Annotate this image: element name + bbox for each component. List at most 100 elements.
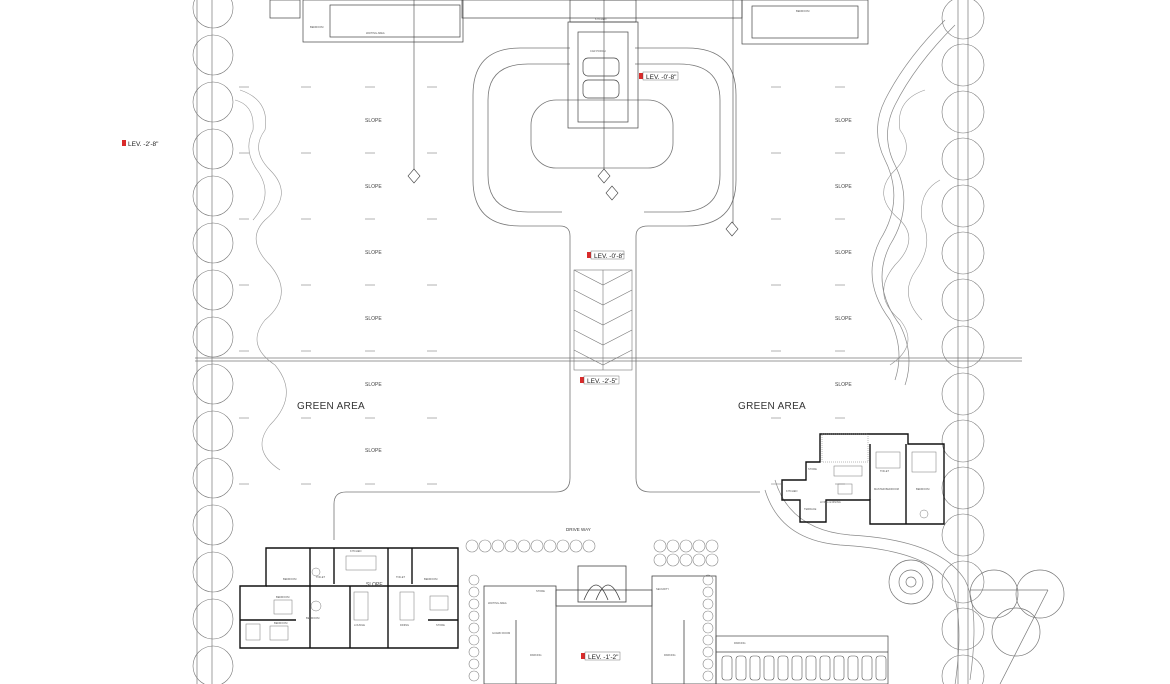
tree-icon bbox=[941, 43, 985, 87]
room-tag: KITCHEN bbox=[595, 17, 607, 21]
tree-icon bbox=[941, 325, 985, 369]
slope-label: SLOPE bbox=[835, 250, 852, 256]
room-tag: STORE bbox=[536, 589, 545, 593]
room-tag: BEDROOM bbox=[310, 25, 323, 29]
room-tag: KITCHEN bbox=[786, 489, 798, 493]
hedge-icon bbox=[468, 586, 480, 598]
room-tag: WAITING AREA bbox=[366, 31, 385, 35]
top-building-block bbox=[269, 0, 869, 129]
hedge-icon bbox=[702, 670, 714, 682]
hedge-icon bbox=[679, 539, 693, 553]
room-tag: TOILET bbox=[880, 469, 889, 473]
hedge-circles bbox=[465, 539, 719, 682]
room-tag: BEDROOM bbox=[424, 577, 437, 581]
slope-label: SLOPE bbox=[835, 118, 852, 124]
tree-icon bbox=[941, 90, 985, 134]
hedge-icon bbox=[653, 539, 667, 553]
section-callouts bbox=[407, 0, 739, 237]
hedge-icon bbox=[702, 634, 714, 646]
room-tag: PARKING bbox=[530, 653, 541, 657]
hedge-icon bbox=[530, 539, 544, 553]
garden-path-right bbox=[764, 19, 975, 684]
slope-label: SLOPE bbox=[366, 582, 383, 588]
room-tag: KITCHEN bbox=[350, 549, 362, 553]
tree-row-left bbox=[192, 0, 234, 684]
tree-icon bbox=[192, 551, 234, 593]
car-parking-right bbox=[715, 635, 889, 684]
room-tag: BEDROOM bbox=[306, 616, 319, 620]
car-icon bbox=[833, 655, 845, 681]
slope-label: SLOPE bbox=[365, 118, 382, 124]
tree-icon bbox=[941, 654, 985, 684]
green-area-left-label: GREEN AREA bbox=[297, 401, 365, 412]
level-marker-entrance: LEV. -1'-2" bbox=[581, 651, 621, 661]
hedge-icon bbox=[653, 553, 667, 567]
tree-icon bbox=[192, 645, 234, 684]
gate-block bbox=[483, 565, 717, 684]
tree-icon bbox=[192, 81, 234, 123]
level-marker-top-porch: LEV. -0'-8" bbox=[639, 71, 679, 81]
car-icon bbox=[763, 655, 775, 681]
tree-icon bbox=[941, 184, 985, 228]
hedge-icon bbox=[468, 670, 480, 682]
roundabout bbox=[888, 559, 1065, 684]
room-tag: BEDROOM bbox=[796, 9, 809, 13]
tree-icon bbox=[192, 316, 234, 358]
room-tag: BEDROOM bbox=[283, 577, 296, 581]
room-tag: STORE bbox=[436, 623, 445, 627]
hedge-icon bbox=[468, 598, 480, 610]
hedge-icon bbox=[478, 539, 492, 553]
hedge-icon bbox=[702, 610, 714, 622]
hedge-icon bbox=[666, 539, 680, 553]
tree-icon bbox=[192, 0, 234, 29]
room-tag: WAITING AREA bbox=[488, 601, 507, 605]
hedge-icon bbox=[543, 539, 557, 553]
room-tag: MASTER BEDROOM bbox=[874, 487, 899, 491]
hedge-icon bbox=[556, 539, 570, 553]
hedge-icon bbox=[468, 574, 480, 586]
tree-icon bbox=[192, 504, 234, 546]
car-icon bbox=[847, 655, 859, 681]
car-icon bbox=[777, 655, 789, 681]
hedge-icon bbox=[692, 553, 706, 567]
room-tag: STORE bbox=[808, 467, 817, 471]
vehicle-ramp bbox=[573, 269, 633, 371]
room-tag: BEDROOM bbox=[916, 487, 929, 491]
slope-label: SLOPE bbox=[365, 184, 382, 190]
hedge-icon bbox=[702, 658, 714, 670]
room-tag: CAR PORCH bbox=[590, 49, 606, 53]
room-tags: BEDROOM BEDROOM BEDROOM BEDROOM BEDROOM … bbox=[274, 9, 929, 657]
level-marker-ramp-bottom: LEV. -2'-5" bbox=[580, 375, 620, 385]
slope-label: SLOPE bbox=[835, 316, 852, 322]
hedge-icon bbox=[491, 539, 505, 553]
car-icon bbox=[819, 655, 831, 681]
tree-icon bbox=[192, 128, 234, 170]
tree-icon bbox=[941, 513, 985, 557]
room-tag: TOILET bbox=[396, 575, 405, 579]
room-tag: DINING bbox=[400, 623, 409, 627]
room-tag: GUARD ROOM bbox=[492, 631, 510, 635]
level-far-left-text: LEV. -2'-8" bbox=[128, 141, 159, 148]
hedge-icon bbox=[468, 610, 480, 622]
shrub-beds bbox=[234, 89, 941, 471]
annex-building bbox=[781, 433, 945, 525]
level-marker-far-left: LEV. -2'-8" bbox=[122, 140, 159, 148]
room-tag: BEDROOM bbox=[276, 595, 289, 599]
green-area-right-label: GREEN AREA bbox=[738, 401, 806, 412]
level-top-porch-text: LEV. -0'-8" bbox=[646, 74, 677, 81]
level-marker-central-axis: LEV. -0'-8" bbox=[587, 250, 625, 260]
level-entrance-text: LEV. -1'-2" bbox=[588, 654, 619, 661]
hedge-icon bbox=[465, 539, 479, 553]
car-icon bbox=[749, 655, 761, 681]
hedge-icon bbox=[702, 646, 714, 658]
slope-label: SLOPE bbox=[365, 316, 382, 322]
hedge-icon bbox=[705, 553, 719, 567]
tree-icon bbox=[941, 419, 985, 463]
level-ramp-bottom-text: LEV. -2'-5" bbox=[587, 378, 618, 385]
tree-icon bbox=[192, 598, 234, 640]
car-icon bbox=[721, 655, 733, 681]
room-tag: SECURITY bbox=[656, 587, 669, 591]
car-icon bbox=[861, 655, 873, 681]
central-loop-road bbox=[333, 47, 760, 540]
